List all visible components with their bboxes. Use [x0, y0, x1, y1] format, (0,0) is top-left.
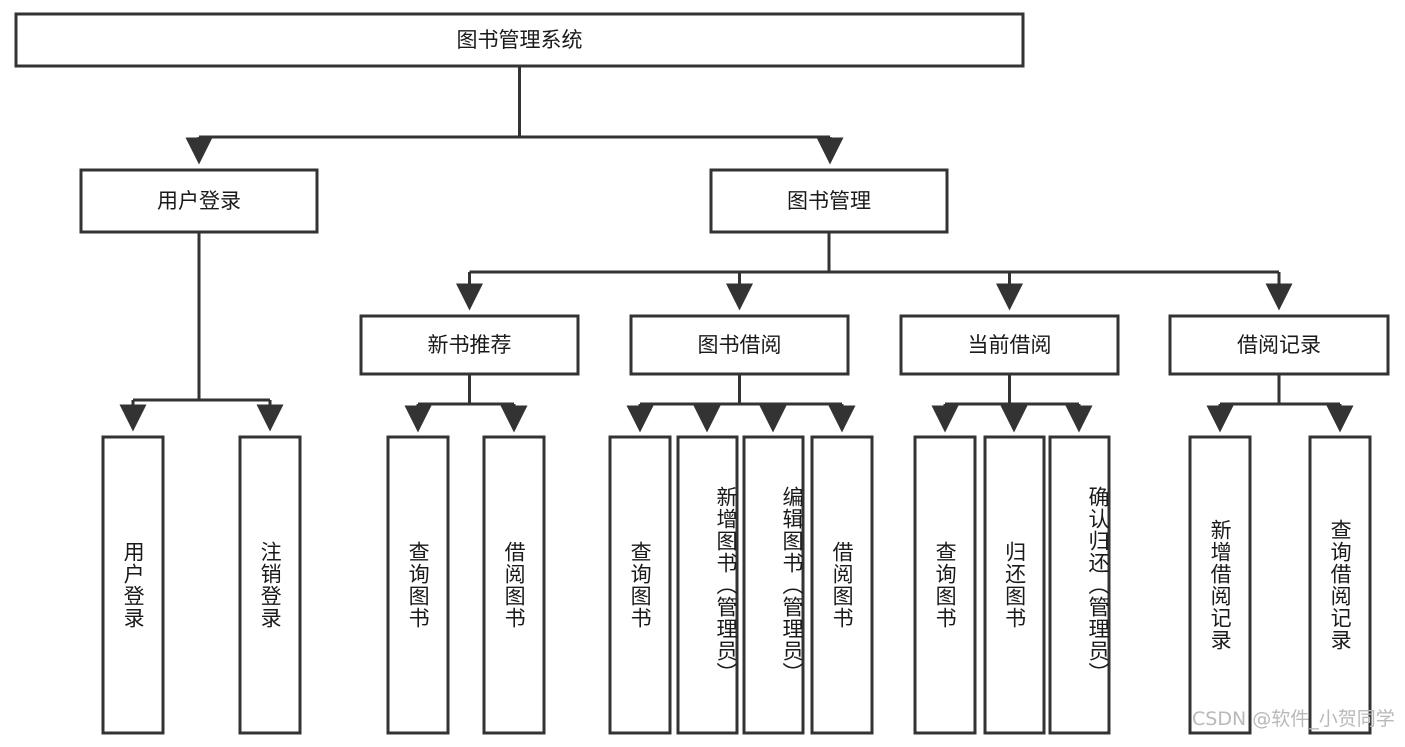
leaf-box-borrow-book[interactable] — [810, 435, 874, 735]
leaf-box-borrow-book-recommend[interactable] — [482, 435, 546, 735]
node-user-login[interactable] — [79, 168, 319, 234]
leaf-box-query-borrow-record[interactable] — [1308, 435, 1372, 735]
node-new-book-recommend[interactable] — [359, 314, 580, 376]
node-book-borrow[interactable] — [629, 314, 850, 376]
connector-book-borrow-to-leaves — [626, 374, 856, 433]
node-book-management[interactable] — [709, 168, 949, 234]
node-borrow-record[interactable] — [1168, 314, 1390, 376]
leaf-box-edit-book-admin[interactable] — [742, 435, 805, 735]
leaf-box-query-book-recommend[interactable] — [386, 435, 450, 735]
connector-new-book-recommend-to-leaves — [404, 374, 528, 433]
leaf-box-logout-login[interactable] — [238, 435, 302, 735]
connector-user-login-to-leaves — [119, 232, 284, 432]
csdn-watermark: CSDN @软件_小贺同学 — [1192, 708, 1395, 730]
node-borrow-record-label: 借阅记录 — [1237, 333, 1321, 357]
leaf-box-add-book-admin[interactable] — [676, 435, 739, 735]
leaf-box-return-book[interactable] — [983, 435, 1046, 735]
connector-borrow-record-to-leaves — [1206, 374, 1354, 433]
leaf-box-add-borrow-record[interactable] — [1188, 435, 1252, 735]
leaf-box-confirm-return-admin[interactable] — [1048, 435, 1111, 735]
connector-book-management-to-level3 — [456, 232, 1293, 311]
leaf-box-query-book-current[interactable] — [913, 435, 977, 735]
node-root-label: 图书管理系统 — [457, 28, 583, 52]
connector-root-to-level2 — [185, 66, 844, 165]
node-root[interactable] — [14, 12, 1025, 68]
node-book-management-label: 图书管理 — [787, 189, 871, 213]
node-current-borrow-label: 当前借阅 — [968, 333, 1052, 357]
node-new-book-recommend-label: 新书推荐 — [428, 333, 512, 357]
connector-current-borrow-to-leaves — [931, 374, 1093, 433]
node-book-borrow-label: 图书借阅 — [698, 333, 782, 357]
leaf-box-user-login[interactable] — [101, 435, 165, 735]
leaf-box-query-book-borrow[interactable] — [608, 435, 672, 735]
node-user-login-label: 用户登录 — [157, 189, 241, 213]
node-current-borrow[interactable] — [899, 314, 1120, 376]
